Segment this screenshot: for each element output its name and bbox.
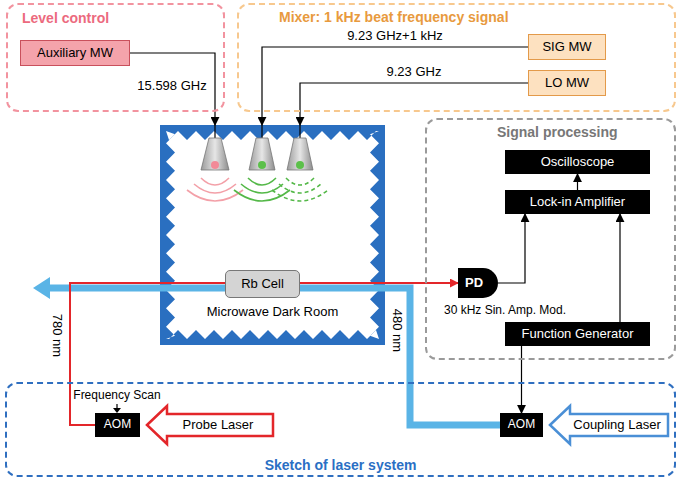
photodiode-body [458, 268, 498, 298]
feed-line [261, 125, 262, 139]
modulation-label: 30 kHz Sin. Amp. Mod. [444, 304, 566, 318]
dark-room-wall [160, 125, 385, 345]
connector [498, 214, 525, 283]
wave-arc [201, 178, 229, 185]
feed-line [299, 125, 300, 139]
laser-arrow: Coupling Laser [548, 405, 670, 445]
node-text: AOM [104, 418, 131, 432]
wavelength-label: 480 nm [390, 308, 405, 351]
node-text: Signal processing [497, 124, 618, 140]
wave-arc [187, 190, 243, 201]
horn-antennas [201, 125, 313, 170]
microwave-waves [187, 178, 328, 201]
node-text: Coupling Laser [573, 418, 660, 433]
node-text: LO MW [545, 76, 589, 91]
photodiode: PD [458, 268, 498, 298]
coupling-beam [48, 285, 226, 292]
emitter-dot [211, 161, 219, 169]
node-text: Rb Cell [241, 277, 284, 292]
instrument-box: Lock-in Amplifier [505, 190, 650, 214]
coupling-beam-exit [33, 277, 226, 299]
node-text: PD [465, 276, 483, 291]
node-text: Mixer: 1 kHz beat frequency signal [279, 9, 509, 25]
node-text: Sketch of laser system [265, 457, 417, 473]
source-box: Auxiliary MW [20, 40, 130, 66]
connector [130, 53, 215, 125]
aom-box: AOM [95, 413, 140, 437]
wave-arc [272, 190, 328, 201]
scan-label: Frequency Scan [73, 389, 160, 403]
feed-line [214, 125, 215, 139]
node-text: Auxiliary MW [37, 46, 113, 61]
connector [70, 283, 225, 425]
node-text: Microwave Dark Room [207, 305, 338, 320]
wave-arc [248, 178, 276, 185]
horn-antenna [287, 138, 313, 170]
node-text: Probe Laser [183, 418, 254, 433]
node-text: Lock-in Amplifier [530, 195, 625, 210]
wall-teeth [166, 131, 379, 339]
level-control-group: Level controlAuxiliary MW [6, 3, 225, 112]
instrument-box: Function Generator [505, 322, 650, 346]
wavelength-label: 780 nm [50, 313, 65, 356]
source-box: SIG MW [528, 34, 606, 60]
horn-antenna [249, 138, 275, 170]
node-text: Level control [22, 10, 109, 26]
horn-antenna [201, 138, 229, 170]
mixer-group: Mixer: 1 kHz beat frequency signalSIG MW… [237, 3, 676, 112]
connector [521, 346, 522, 413]
source-box: LO MW [528, 70, 606, 96]
arrow-outline [550, 406, 668, 444]
arrow-outline [147, 406, 273, 444]
frequency-label: 9.23 GHz [385, 65, 444, 80]
node-text: SIG MW [542, 40, 591, 55]
wave-arc [234, 190, 290, 201]
laser-arrow: Probe Laser [145, 405, 275, 445]
instrument-box: Oscilloscope [505, 150, 650, 174]
wall-band [160, 125, 385, 345]
emitter-dot [258, 161, 266, 169]
emitter-dot [296, 161, 304, 169]
wave-arc [194, 184, 236, 193]
connector [577, 174, 578, 190]
node-text: Oscilloscope [541, 155, 615, 170]
dark-room: Microwave Dark Room Rb Cell [160, 125, 385, 345]
node-text: AOM [508, 418, 535, 432]
aom-box: AOM [500, 413, 543, 437]
wave-arc [286, 178, 314, 185]
signal-processing-group: Signal processingOscilloscopeLock-in Amp… [425, 118, 676, 360]
frequency-label: 15.598 GHz [135, 79, 208, 94]
connector [262, 47, 528, 125]
scan-arrow [113, 404, 121, 413]
connector [619, 214, 620, 322]
frequency-label: 9.23 GHz+1 kHz [345, 29, 445, 44]
beam-arrowhead [33, 277, 50, 299]
vapor-cell: Rb Cell [225, 270, 300, 298]
wave-arc [241, 184, 283, 193]
node-text: Function Generator [521, 327, 633, 342]
wave-arc [279, 184, 321, 193]
connector [300, 282, 458, 284]
